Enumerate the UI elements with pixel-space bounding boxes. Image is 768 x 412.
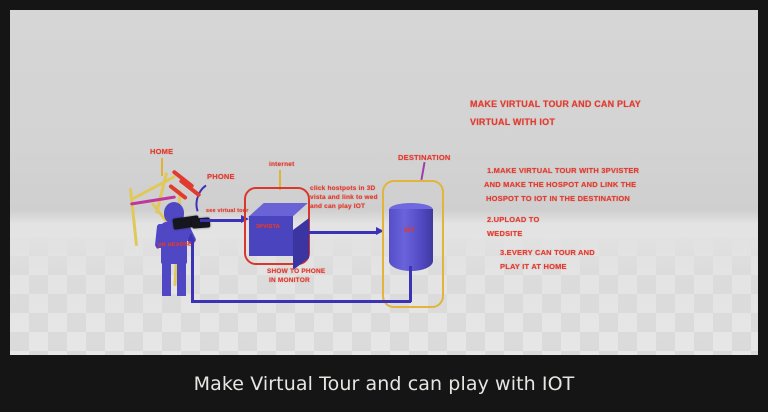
notes-item-1-line-3: HOSPOT TO IOT IN THE DESTINATION [486,194,631,203]
arrow-cube-to-destination [306,231,378,234]
home-leader-line [161,158,163,176]
label-destination: DESTINATION [398,153,451,162]
notes-item-3-line-1: 3.EVERY CAN TOUR AND [500,248,595,257]
notes-title-line-2: VIRTUAL WITH IOT [470,117,556,127]
label-internet: internet [269,161,295,168]
label-phone: PHONE [207,172,235,181]
figure-leg-right [177,262,186,296]
label-see-virtual: see virtual tour [206,208,249,214]
arrow-figure-to-cube [200,219,242,222]
diagram-scene: HOME PHONE internet DESTINATION [10,10,758,355]
show-to-phone-line-2: IN MONITOR [269,277,310,284]
cube-front-face [249,216,293,256]
destination-group-frame [382,180,444,308]
hotspot-note-line-2: vista and link to wed [310,194,378,201]
notes-item-1-line-1: 1.MAKE VIRTUAL TOUR WITH 3PVISTER [487,166,640,175]
figure-leg-left [162,262,171,296]
vista-group-frame [244,187,310,265]
caption-text: Make Virtual Tour and can play with IOT [193,372,575,395]
label-cylinder: IOT [404,228,415,234]
return-path-horizontal [191,300,411,303]
notes-item-3-line-2: PLAY IT AT HOME [500,262,567,271]
hotspot-note-line-1: click hostpots in 3D [310,185,376,192]
hotspot-note-line-3: and can play IOT [310,203,366,210]
return-path-up [191,240,194,302]
destination-leader-line [420,161,426,181]
label-figure-body: VR HEADSET [157,241,196,249]
internet-leader-line [279,170,281,190]
notes-item-1-line-2: AND MAKE THE HOSPOT AND LINK THE [484,180,637,189]
label-home: HOME [150,147,174,156]
label-cube: 3PVISTA [256,224,280,230]
return-path-head [187,233,195,241]
cylinder-body [389,209,433,271]
show-to-phone-line-1: SHOW TO PHONE [267,268,326,275]
caption-bar: Make Virtual Tour and can play with IOT [0,355,768,412]
notes-item-2-line-1: 2.UPLOAD TO [487,215,540,224]
return-path-down [409,266,412,302]
arrow-cube-to-destination-head [376,227,384,235]
notes-title-line-1: MAKE VIRTUAL TOUR AND CAN PLAY [470,99,642,109]
notes-item-2-line-2: WEDSITE [487,229,523,238]
3d-viewport[interactable]: HOME PHONE internet DESTINATION [10,10,758,355]
